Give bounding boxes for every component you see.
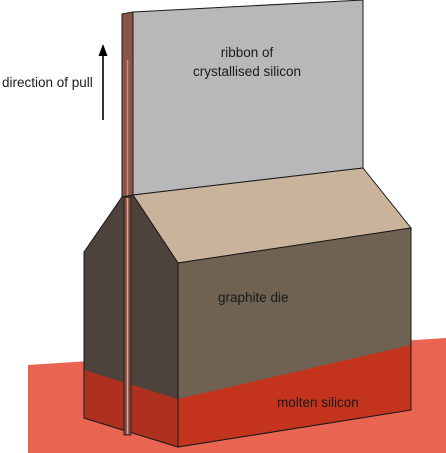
label-ribbon-line2: crystallised silicon bbox=[193, 64, 301, 79]
pull-arrow-head bbox=[98, 44, 108, 56]
silicon-ribbon bbox=[132, 0, 364, 196]
molten-silicon-over-die-front bbox=[178, 345, 411, 447]
label-graphite-die: graphite die bbox=[218, 290, 289, 305]
label-molten-silicon: molten silicon bbox=[277, 395, 359, 410]
label-direction-of-pull: direction of pull bbox=[2, 75, 93, 90]
label-ribbon-line1: ribbon of bbox=[221, 45, 274, 60]
